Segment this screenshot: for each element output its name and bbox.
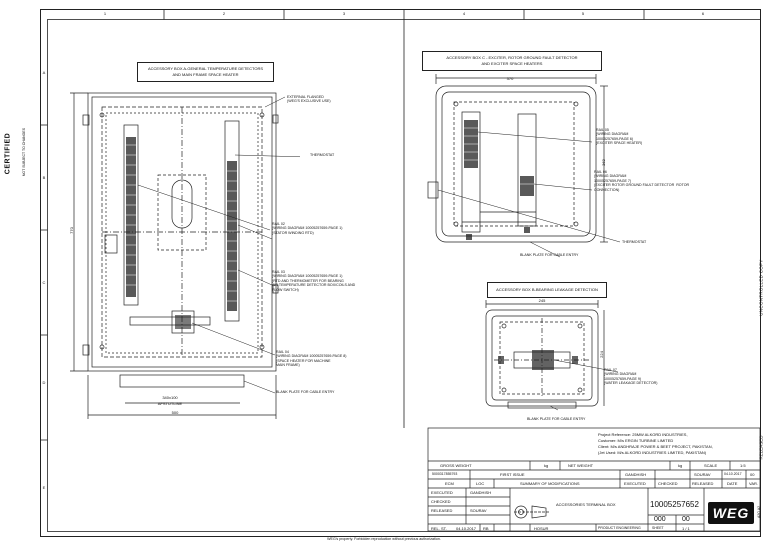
view2-title-line1: ACCESSORY BOX C - EXCITER, ROTOR GROUND … [446, 55, 578, 60]
sheet-value: 1 / 1 [682, 526, 690, 531]
project-reference: Project Reference: 25MW ALKORD INDUSTRIE… [598, 432, 688, 437]
view1-cutout-note: AFSTUTLINE [157, 401, 183, 406]
var-header: VAR. [749, 481, 759, 486]
released-by: SOURAV [694, 472, 711, 477]
released-value: SOURAV [470, 508, 487, 513]
view1-cutout-dimension: 340x100 [162, 395, 178, 400]
net-weight-label: NET WEIGHT [568, 463, 594, 468]
sheet-label: SHEET [652, 526, 664, 530]
callout-rail-04: RAIL 04 (WIRING DIAGRAM 10005257659-PAGE… [276, 350, 347, 368]
drawing-description: ACCESSORIES TERMINAL BOX [556, 502, 616, 507]
callout-thermostat-a: THERMOSTAT [310, 153, 335, 157]
rel-status-label: REL. ST. [431, 526, 447, 531]
ecm-header: ECM [445, 481, 454, 486]
row-label: C [42, 280, 46, 285]
view1-enclosure-drawing [70, 92, 300, 419]
view2-enclosure-drawing [427, 74, 620, 258]
rel-code: RB [483, 526, 489, 531]
view3-enclosure-drawing [485, 300, 618, 411]
column-label: 1 [103, 11, 107, 16]
scale-label: SCALE [704, 463, 718, 468]
view2-width-dimension: 370 [506, 76, 514, 81]
copyright-footer: WEG's property. Forbidden reproduction w… [327, 537, 441, 541]
executed-label: EXECUTED [431, 490, 453, 495]
callout-blank-plate-b: BLANK PLATE FOR CABLE ENTRY [527, 417, 586, 421]
view3-width-dimension: 245 [538, 298, 546, 303]
row-label: A [42, 70, 46, 75]
customer-line: Customer: M/s ERGIN TURBINE LIMITED [598, 438, 674, 443]
callout-rail-05: RAIL 05 (WIRING DIAGRAM 10005257659-PAGE… [596, 128, 643, 146]
revision-date: 04.10.2017 [724, 472, 742, 476]
released-label: RELEASED [431, 508, 453, 513]
callout-blank-plate-c: BLANK PLATE FOR CABLE ENTRY [520, 253, 579, 257]
revision-number: 000 [654, 516, 666, 523]
view2-title-box: ACCESSORY BOX C - EXCITER, ROTOR GROUND … [422, 51, 602, 71]
view2-title-line2: AND EXCITER SPACE HEATERS [481, 61, 543, 66]
net-weight-unit: kg [678, 463, 683, 468]
callout-thermostat-c: THERMOSTAT [622, 240, 647, 244]
date-header: DATE [727, 481, 738, 486]
column-label: 3 [342, 11, 346, 16]
product-engineering: PRODUCT ENGINEERING [598, 526, 641, 530]
view3-title-box: ACCESSORY BOX B-BEARING LEAKAGE DETECTIO… [487, 282, 607, 298]
version-number: 00 [682, 516, 690, 523]
gross-weight-label: GROSS WEIGHT [440, 463, 472, 468]
location: HOSUR [534, 526, 549, 531]
executed-by: GANDHISH [625, 472, 647, 477]
scale-value: 1:5 [740, 463, 746, 468]
row-label: B [42, 175, 46, 180]
callout-external-flange: EXTERNAL FLANGED (WEG'S EXCLUSIVE USE) [287, 95, 331, 104]
row-label: E [42, 485, 46, 490]
view1-title-line1: ACCESSORY BOX A-GENERAL TEMPERATURE DETE… [147, 66, 264, 71]
view1-title-box: ACCESSORY BOX A-GENERAL TEMPERATURE DETE… [137, 62, 274, 82]
summary-header: SUMMARY OF MODIFICATIONS [520, 481, 580, 486]
weg-logo: WEG [708, 502, 754, 524]
callout-rail-02: RAIL 02 (WIRING DIAGRAM 10005257659-PAGE… [272, 222, 343, 235]
released-header: RELEASED [692, 481, 714, 486]
end-user-line: (Jet Used: M/s ALKORD INDUSTRIES LIMITED… [598, 450, 707, 455]
view1-title-line2: AND MAIN FRAME SPACE HEATER [172, 72, 239, 77]
column-label: 4 [462, 11, 466, 16]
rel-status-date: 04.10.2017 [456, 526, 477, 531]
row-label: D [42, 380, 46, 385]
view3-title: ACCESSORY BOX B-BEARING LEAKAGE DETECTIO… [496, 287, 598, 292]
callout-blank-plate-a: BLANK PLATE FOR CABLE ENTRY [276, 390, 335, 394]
column-label: 5 [581, 11, 585, 16]
drawing-number: 10005257652 [650, 500, 699, 509]
callout-rail-06: RAIL 06 (WIRING DIAGRAM 10005257659-PAGE… [594, 170, 690, 192]
view1-width-dimension: 500 [171, 410, 179, 415]
callout-rail-07: RAIL 07 (WIRING DIAGRAM 10005257659-PAGE… [604, 368, 658, 386]
ecm-number: 5000317855793 [432, 472, 458, 476]
loc-header: LOC [476, 481, 485, 486]
executed-value: GANDHISH [470, 490, 492, 495]
column-label: 2 [222, 11, 226, 16]
gross-weight-unit: kg [544, 463, 549, 468]
weg-logo-text: WEG [712, 505, 750, 521]
modification-summary: FIRST ISSUE [500, 472, 525, 477]
client-line: Client: M/s ANDHRAJE POWER & BEET PROJEC… [598, 444, 713, 449]
executed-header: EXECUTED [624, 481, 646, 486]
column-label: 6 [701, 11, 705, 16]
revision-var: 00 [750, 472, 755, 477]
checked-label: CHECKED [431, 499, 451, 504]
callout-rail-03: RAIL 03 (WIRING DIAGRAM 10005257659-PAGE… [272, 270, 356, 292]
checked-header: CHECKED [658, 481, 678, 486]
